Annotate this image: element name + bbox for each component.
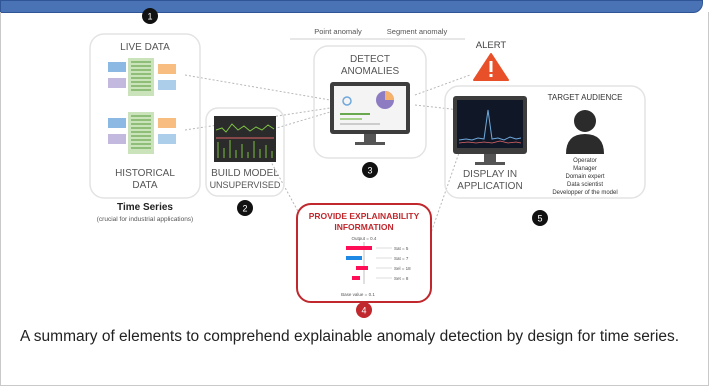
model-training-icon [214, 116, 276, 162]
pipeline-diagram: 1 LIVE DATA HISTORICAL DATA Time S [89, 8, 646, 318]
alert-label: ALERT [476, 40, 507, 51]
audience-data-scientist: Data scientist [567, 182, 603, 188]
historical-data-icon [108, 112, 176, 154]
step-3-badge [362, 162, 378, 178]
step-2-number: 2 [242, 204, 247, 214]
shap-bar-3 [356, 266, 368, 270]
shap-waterfall-chart: Output = 0.4 Sat = 5 Sat = 7 Sel = 18 Se… [341, 236, 411, 297]
user-avatar-icon [566, 110, 604, 154]
step-1-badge [142, 8, 158, 24]
shap-bar-2 [346, 256, 362, 260]
segment-anomaly-label: Segment anomaly [387, 27, 448, 36]
shap-bar-1 [346, 246, 372, 250]
step-5-badge [532, 210, 548, 226]
historical-data-label-line2: DATA [132, 180, 158, 191]
display-label-line2: APPLICATION [457, 181, 522, 192]
step-4-number: 4 [361, 306, 366, 316]
target-audience-title: TARGET AUDIENCE [548, 93, 623, 102]
shap-feature-1: Sat = 5 [394, 246, 409, 251]
shap-output-label: Output = 0.4 [352, 236, 377, 241]
live-data-label: LIVE DATA [120, 42, 170, 53]
detect-anomalies-panel [313, 45, 427, 159]
shap-base-label: Base value = 0.1 [341, 292, 375, 297]
build-model-label-line2: UNSUPERVISED [210, 180, 281, 190]
detect-label-line2: ANOMALIES [341, 66, 400, 77]
historical-data-label-line1: HISTORICAL [115, 168, 175, 179]
build-model-label-line1: BUILD MODEL [211, 168, 279, 179]
time-series-note: (crucial for industrial applications) [97, 216, 193, 223]
live-data-icon [108, 58, 176, 96]
audience-domain-expert: Domain expert [565, 174, 604, 180]
audience-model-developer: Developper of the model [552, 190, 617, 196]
explainability-title-line1: PROVIDE EXPLAINABILITY [309, 211, 420, 221]
shap-feature-3: Sel = 18 [394, 266, 411, 271]
detect-label-line1: DETECT [350, 54, 390, 65]
build-model-panel [205, 107, 285, 197]
audience-operator: Operator [573, 158, 597, 164]
step-1-number: 1 [147, 12, 152, 22]
display-label-line1: DISPLAY IN [463, 169, 517, 180]
figure-caption: A summary of elements to comprehend expl… [20, 328, 680, 345]
shap-bar-4 [352, 276, 360, 280]
step-2-badge [237, 200, 253, 216]
monitor-timeseries-icon [453, 96, 527, 165]
monitor-dashboard-icon [330, 82, 410, 145]
shap-feature-4: Set = 8 [394, 276, 409, 281]
step-3-number: 3 [367, 166, 372, 176]
audience-manager: Manager [573, 166, 597, 172]
step-4-badge [356, 302, 372, 318]
figure-frame [0, 12, 709, 386]
step-5-number: 5 [537, 214, 542, 224]
data-panel [89, 33, 201, 199]
shap-feature-2: Sat = 7 [394, 256, 409, 261]
warning-triangle-icon [473, 53, 509, 81]
explainability-title-line2: INFORMATION [334, 222, 393, 232]
point-anomaly-label: Point anomaly [314, 27, 362, 36]
display-application-panel [444, 85, 646, 199]
time-series-title: Time Series [117, 202, 173, 213]
